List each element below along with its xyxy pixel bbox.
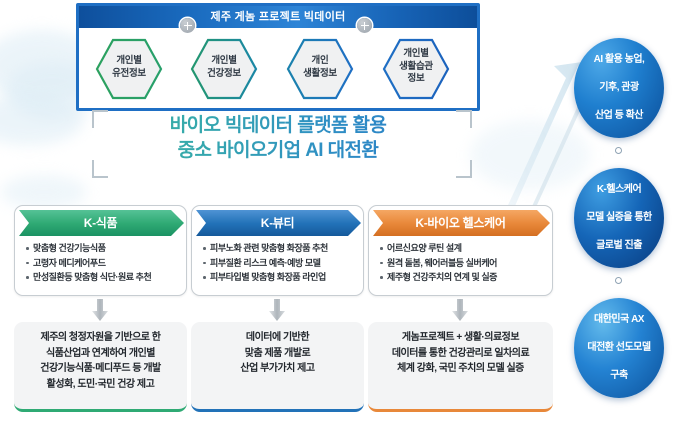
headline-line-1: 바이오 빅데이터 플랫폼 활용 bbox=[169, 115, 387, 136]
pillar-k-beauty[interactable]: K-뷰티 피부노화 관련 맞춤형 화장품 추천 피부질환 리스크 예측·예방 모… bbox=[191, 205, 364, 296]
bullet-item: 원격 돌봄, 웨어러블등 실버케어 bbox=[379, 256, 546, 271]
bullet-item: 고령자 메디케어푸드 bbox=[25, 256, 180, 271]
outcome-circle-1[interactable]: AI 활용 농업, 기후, 관광 산업 등 확산 bbox=[574, 38, 664, 138]
pillar-k-bio-healthcare[interactable]: K-바이오 헬스케어 어르신요양 루틴 설계 원격 돌봄, 웨어러블등 실버케어… bbox=[368, 205, 553, 296]
pillar-header: K-식품 bbox=[19, 210, 184, 236]
bullet-item: 제주형 건강주치의 연계 및 실증 bbox=[379, 270, 546, 285]
title-bracket-bottom-left bbox=[92, 160, 108, 178]
arrow-down-icon bbox=[452, 299, 468, 321]
outcome-k-beauty: 데이터에 기반한 맞춤 제품 개발로 산업 부가가치 제고 bbox=[191, 322, 364, 412]
pillar-header: K-뷰티 bbox=[196, 210, 361, 236]
pillar-header-shape bbox=[373, 210, 550, 236]
panel-title: 제주 게놈 프로젝트 빅데이터 bbox=[79, 6, 477, 28]
pillar-title: K-바이오 헬스케어 bbox=[415, 216, 506, 230]
bullet-item: 어르신요양 루틴 설계 bbox=[379, 241, 546, 256]
hexagon-label-3: 개인 생활정보 bbox=[303, 55, 337, 79]
hexagon-chain-graphics bbox=[95, 38, 450, 100]
plus-connector-icon bbox=[180, 18, 195, 33]
outcome-circle-3-text: 대한민국 AX 대전환 선도모델 구축 bbox=[587, 314, 651, 381]
outcome-k-food: 제주의 청정자원을 기반으로 한 식품산업과 연계하여 개인별 건강기능식품·메… bbox=[14, 322, 187, 412]
pillar-k-food[interactable]: K-식품 맞춤형 건강기능식품 고령자 메디케어푸드 만성질환등 맞춤형 식단·… bbox=[14, 205, 187, 296]
pillar-card: K-뷰티 피부노화 관련 맞춤형 화장품 추천 피부질환 리스크 예측·예방 모… bbox=[191, 205, 364, 296]
outcome-circle-2[interactable]: K-헬스케어 모델 실증을 통한 글로벌 진출 bbox=[574, 168, 664, 268]
pillar-bullet-list: 피부노화 관련 맞춤형 화장품 추천 피부질환 리스크 예측·예방 모델 피부타… bbox=[192, 241, 363, 285]
pillar-bullet-list: 어르신요양 루틴 설계 원격 돌봄, 웨어러블등 실버케어 제주형 건강주치의 … bbox=[369, 241, 552, 285]
outcome-circle-1-text: AI 활용 농업, 기후, 관광 산업 등 확산 bbox=[593, 54, 645, 121]
pillar-bullet-list: 맞춤형 건강기능식품 고령자 메디케어푸드 만성질환등 맞춤형 식단·원료 추천 bbox=[15, 241, 186, 285]
title-bracket-top-left bbox=[92, 110, 108, 128]
pillar-header-shape bbox=[196, 210, 361, 236]
pillar-card: K-식품 맞춤형 건강기능식품 고령자 메디케어푸드 만성질환등 맞춤형 식단·… bbox=[14, 205, 187, 296]
headline-line-2: 중소 바이오기업 AI 대전환 bbox=[177, 140, 379, 161]
hexagon-label-4: 개인별 생활습관 정보 bbox=[399, 48, 433, 84]
hexagon-label-1: 개인별 유전정보 bbox=[112, 55, 146, 79]
bullet-item: 피부질환 리스크 예측·예방 모델 bbox=[202, 256, 357, 271]
genome-bigdata-panel: 제주 게놈 프로젝트 빅데이터 bbox=[76, 3, 480, 111]
circle-separator-icon bbox=[615, 147, 622, 154]
pillar-card: K-바이오 헬스케어 어르신요양 루틴 설계 원격 돌봄, 웨어러블등 실버케어… bbox=[368, 205, 553, 296]
main-headline: 바이오 빅데이터 플랫폼 활용 중소 바이오기업 AI 대전환 bbox=[76, 113, 480, 163]
title-bracket-top-right bbox=[456, 110, 472, 128]
circle-separator-icon bbox=[615, 277, 622, 284]
bullet-item: 피부노화 관련 맞춤형 화장품 추천 bbox=[202, 241, 357, 256]
pillar-title: K-식품 bbox=[83, 216, 118, 230]
plus-connector-icon bbox=[357, 18, 372, 33]
background-cloud-decoration bbox=[1, 175, 87, 209]
outcome-circle-2-text: K-헬스케어 모델 실증을 통한 글로벌 진출 bbox=[586, 184, 652, 251]
title-bracket-bottom-right bbox=[456, 160, 472, 178]
background-cloud-decoration bbox=[0, 95, 84, 145]
pillar-header-shape bbox=[19, 210, 184, 236]
pillar-title: K-뷰티 bbox=[260, 216, 295, 230]
bullet-item: 맞춤형 건강기능식품 bbox=[25, 241, 180, 256]
bullet-item: 피부타입별 맞춤형 화장품 라인업 bbox=[202, 270, 357, 285]
arrow-down-icon bbox=[269, 299, 285, 321]
outcome-k-bio-healthcare: 게놈프로젝트 + 생활·의료정보 데이터를 통한 건강관리로 일차의료 체계 강… bbox=[368, 322, 553, 412]
outcome-circle-3[interactable]: 대한민국 AX 대전환 선도모델 구축 bbox=[574, 298, 664, 398]
background-cloud-decoration bbox=[470, 120, 590, 190]
arrow-down-icon bbox=[92, 299, 108, 321]
pillar-header: K-바이오 헬스케어 bbox=[373, 210, 550, 236]
hexagon-label-2: 개인별 건강정보 bbox=[207, 55, 241, 79]
hexagon-chain: 개인별 유전정보 개인별 건강정보 개인 생활정보 개인별 생활습관 정보 bbox=[79, 28, 477, 110]
bullet-item: 만성질환등 맞춤형 식단·원료 추천 bbox=[25, 270, 180, 285]
